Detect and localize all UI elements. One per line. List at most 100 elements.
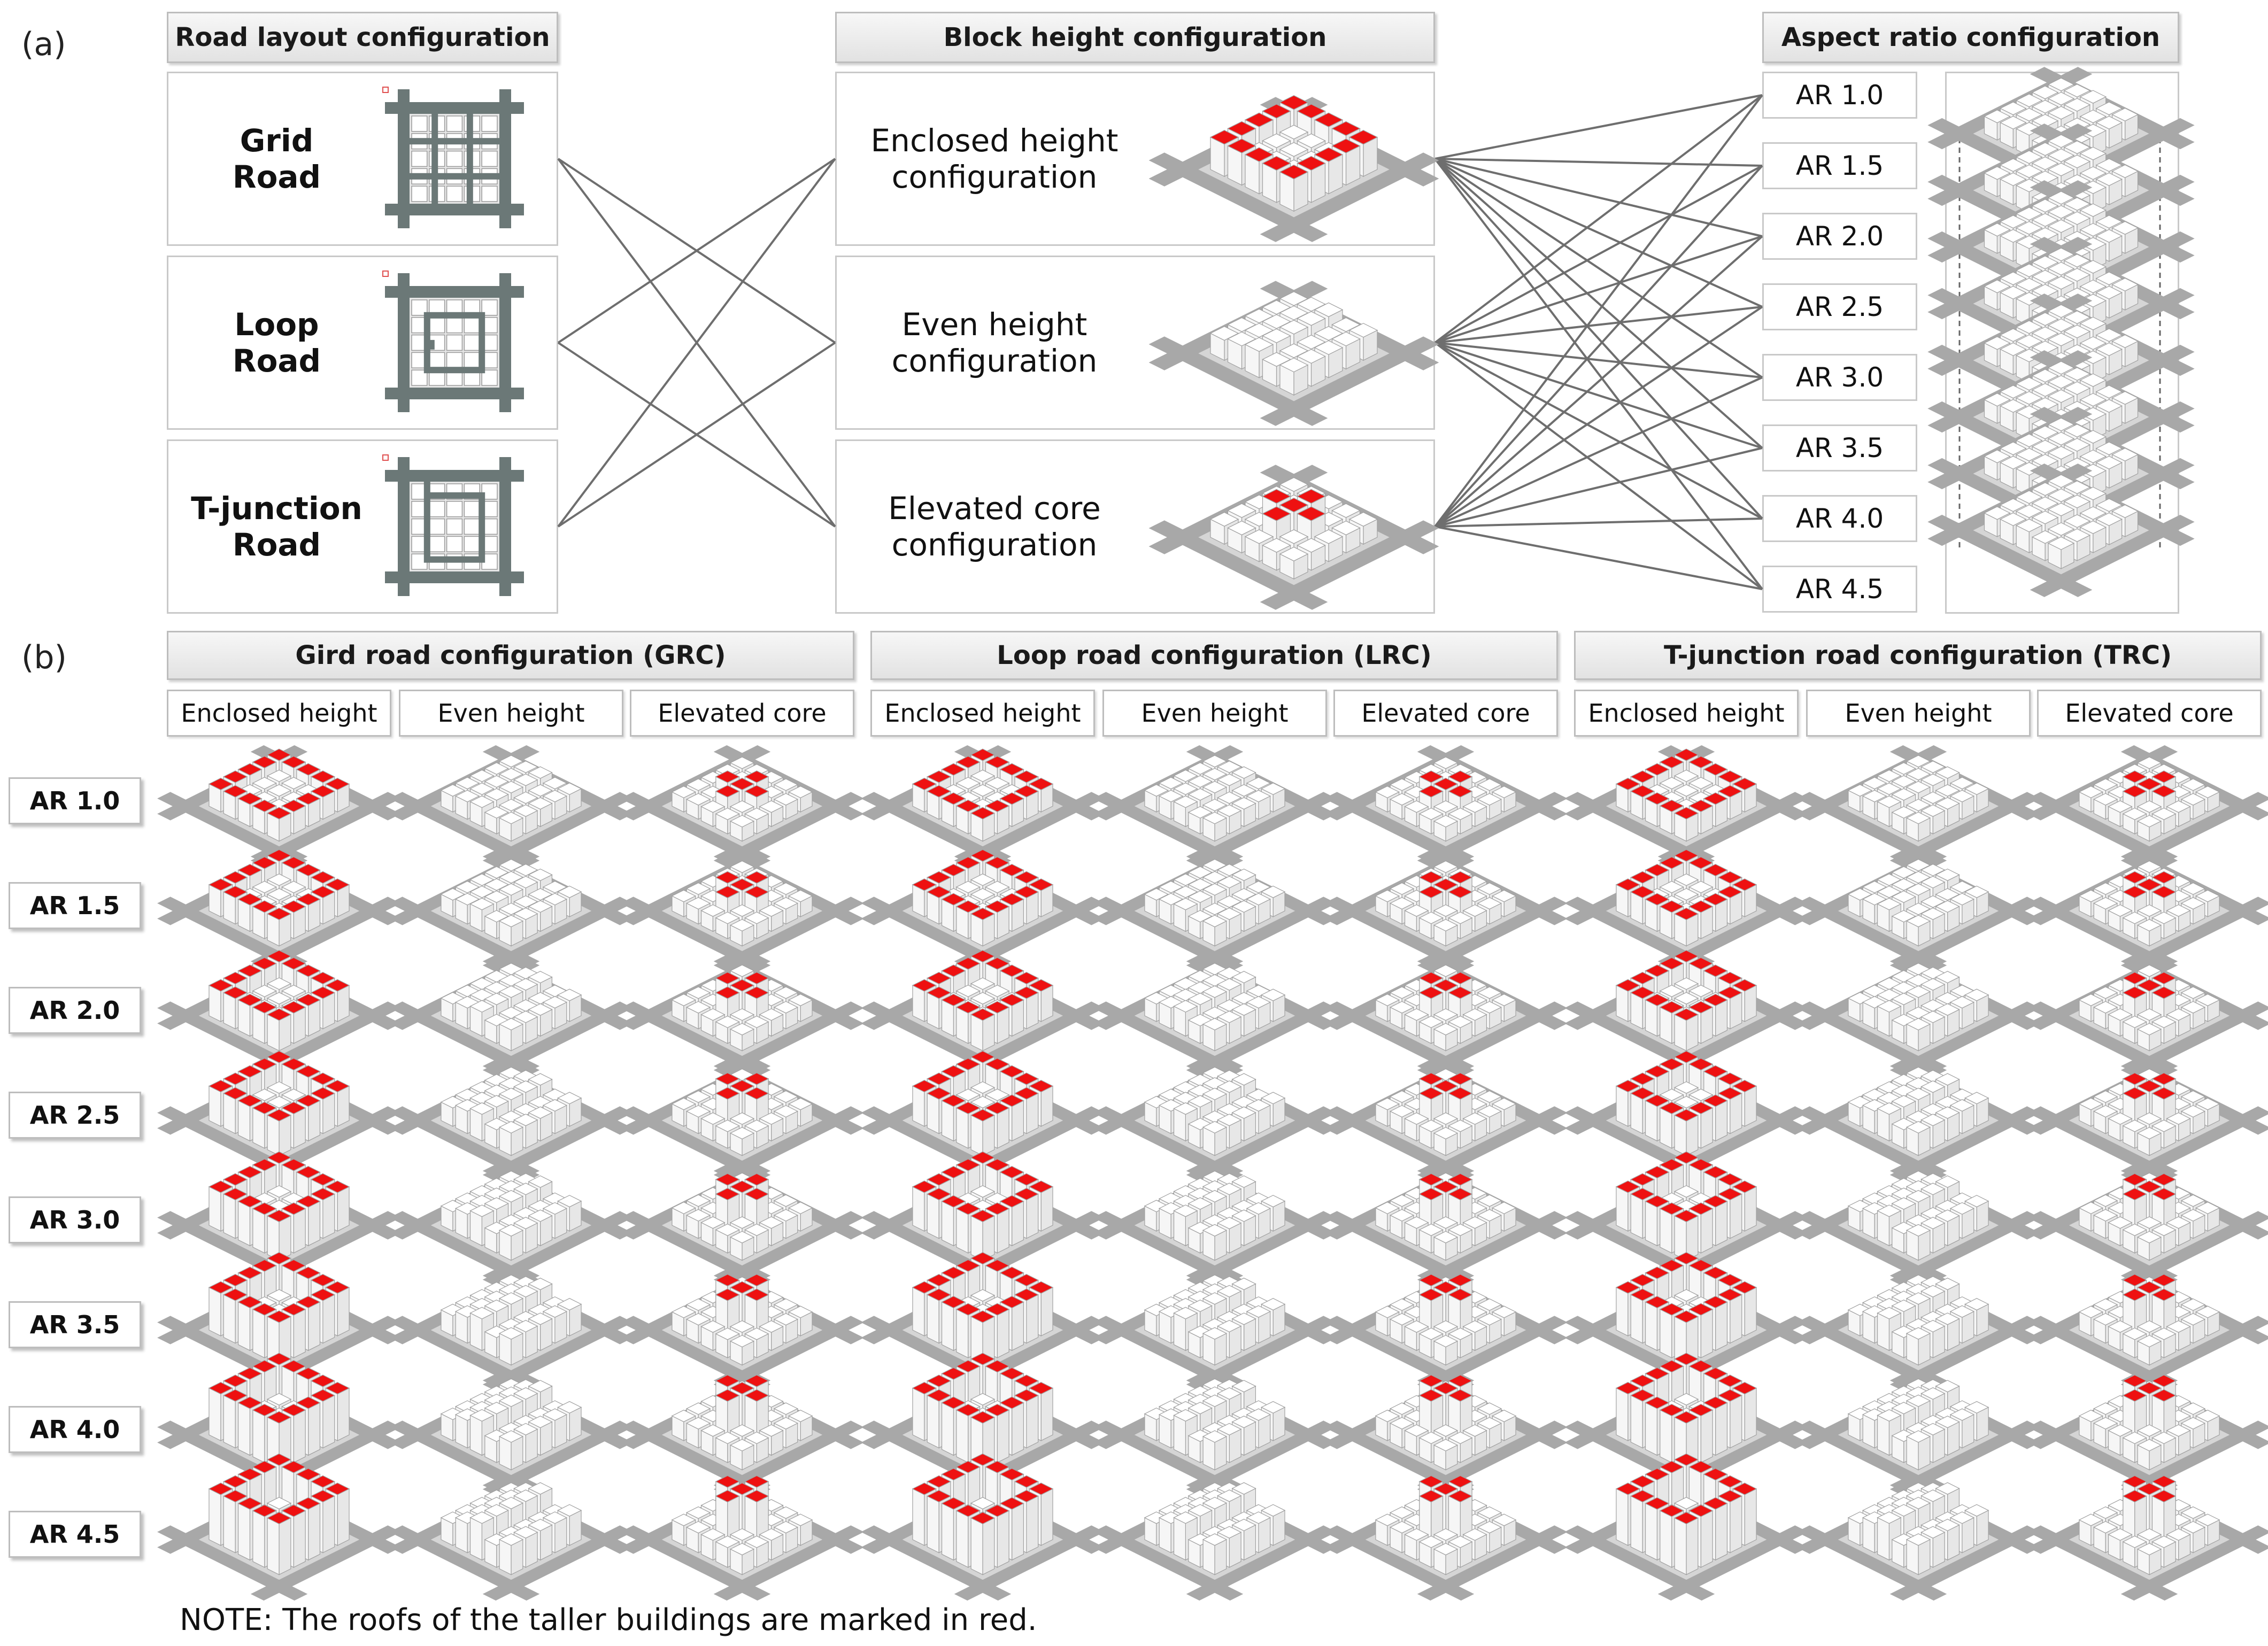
column-header: Elevated core <box>630 690 854 737</box>
iso-block-thumbnail <box>1564 849 1808 972</box>
connection-line <box>1434 235 1763 528</box>
iso-block-thumbnail <box>1324 850 1568 972</box>
iso-block-thumbnail <box>2027 1374 2268 1496</box>
iso-block-thumbnail <box>1564 1050 1808 1181</box>
block-height-label-line: Elevated core <box>888 490 1101 527</box>
connection-lines <box>557 94 1763 590</box>
note-text: NOTE: The roofs of the taller buildings … <box>180 1603 1037 1637</box>
panel-b-label: (b) <box>21 639 67 676</box>
iso-block-thumbnail <box>861 1050 1105 1181</box>
aspect-ratio-tag: AR 2.0 <box>1762 213 1917 260</box>
iso-block-thumbnail <box>861 950 1105 1077</box>
block-height-label-line: configuration <box>891 159 1098 195</box>
row-label: AR 4.5 <box>9 1511 141 1558</box>
road-layout-label-line: T-junction <box>191 490 362 527</box>
iso-block-thumbnail <box>1796 1479 2040 1601</box>
iso-block-thumbnail <box>1093 1374 1337 1496</box>
iso-block-thumbnail <box>620 1164 864 1286</box>
connection-line <box>1434 158 1763 520</box>
connection-line <box>1434 447 1763 528</box>
iso-block-thumbnail <box>620 745 864 867</box>
iso-block-thumbnail <box>1564 1453 1808 1601</box>
column-header: Enclosed height <box>167 690 391 737</box>
iso-block-thumbnail <box>620 1269 864 1391</box>
iso-block-thumbnail <box>157 1151 401 1286</box>
iso-block-thumbnail <box>1324 955 1568 1077</box>
panel-a-label: (a) <box>21 26 66 63</box>
block-height-label-line: configuration <box>891 343 1098 379</box>
connection-line <box>1434 158 1763 590</box>
iso-block-thumbnail <box>861 745 1105 867</box>
connection-line <box>1434 94 1763 528</box>
row-label: AR 2.5 <box>9 1092 141 1139</box>
iso-block-thumbnail <box>1093 850 1337 972</box>
group-header-grc: Gird road configuration (GRC) <box>167 631 854 680</box>
road-layout-header: Road layout configuration <box>167 12 558 63</box>
iso-block-thumbnail <box>1093 745 1337 867</box>
iso-block-thumbnail <box>861 1453 1105 1601</box>
iso-block-thumbnail <box>1093 955 1337 1077</box>
block-height-label-line: Enclosed height <box>870 122 1118 159</box>
iso-block-thumbnail <box>2027 850 2268 972</box>
iso-block-thumbnail <box>861 1252 1105 1391</box>
connection-line <box>1434 342 1763 449</box>
iso-block-thumbnail <box>1093 1060 1337 1181</box>
block-height-label-line: configuration <box>891 527 1098 563</box>
road-plan-icon-grid <box>382 87 524 228</box>
iso-block-thumbnail <box>1796 850 2040 972</box>
iso-block-thumbnail <box>389 955 633 1077</box>
aspect-ratio-tag: AR 1.0 <box>1762 72 1917 119</box>
aspect-ratio-tag: AR 1.5 <box>1762 142 1917 189</box>
connection-line <box>1434 158 1763 449</box>
aspect-ratio-tag: AR 3.5 <box>1762 424 1917 472</box>
iso-block-thumbnail <box>2027 1269 2268 1391</box>
iso-block-thumbnail <box>2027 1475 2268 1601</box>
road-layout-label-line: Road <box>232 343 321 379</box>
aspect-ratio-tag: AR 3.0 <box>1762 354 1917 401</box>
road-layout-label-line: Road <box>232 159 321 195</box>
connection-line <box>1434 158 1763 308</box>
connection-line <box>1434 165 1763 528</box>
connection-line <box>1434 376 1763 528</box>
connection-line <box>1434 342 1763 590</box>
iso-block-thumbnail <box>1796 1374 2040 1496</box>
iso-block-thumbnail <box>389 1269 633 1391</box>
connection-line <box>1434 526 1763 590</box>
group-header-trc: T-junction road configuration (TRC) <box>1574 631 2262 680</box>
iso-block-thumbnail <box>620 1060 864 1181</box>
connection-line <box>1434 306 1763 344</box>
block-height-label-line: Even height <box>901 306 1087 343</box>
row-label: AR 3.0 <box>9 1196 141 1243</box>
iso-block-thumbnail <box>157 1453 401 1601</box>
iso-block-thumbnail <box>1093 1479 1337 1601</box>
aspect-ratio-tag: AR 4.5 <box>1762 566 1917 613</box>
iso-block-thumbnail <box>157 745 401 867</box>
iso-block-icon-elevated <box>1148 465 1439 610</box>
iso-block-thumbnail <box>157 1252 401 1391</box>
row-label: AR 1.5 <box>9 882 141 929</box>
iso-block-thumbnail <box>2027 745 2268 867</box>
iso-block-thumbnail <box>1796 1060 2040 1181</box>
column-header: Even height <box>1102 690 1327 737</box>
iso-block-thumbnail <box>389 1374 633 1496</box>
iso-block-thumbnail <box>620 850 864 972</box>
row-label: AR 1.0 <box>9 777 141 824</box>
column-header: Elevated core <box>1333 690 1558 737</box>
iso-block-thumbnail <box>1324 1475 1568 1601</box>
iso-block-thumbnail <box>2027 1060 2268 1181</box>
connection-line <box>1434 235 1763 344</box>
iso-block-thumbnail <box>1093 1164 1337 1286</box>
connection-line <box>1434 158 1763 167</box>
iso-block-thumbnail <box>1564 1353 1808 1496</box>
iso-block-icon-enclosed <box>1148 95 1439 242</box>
